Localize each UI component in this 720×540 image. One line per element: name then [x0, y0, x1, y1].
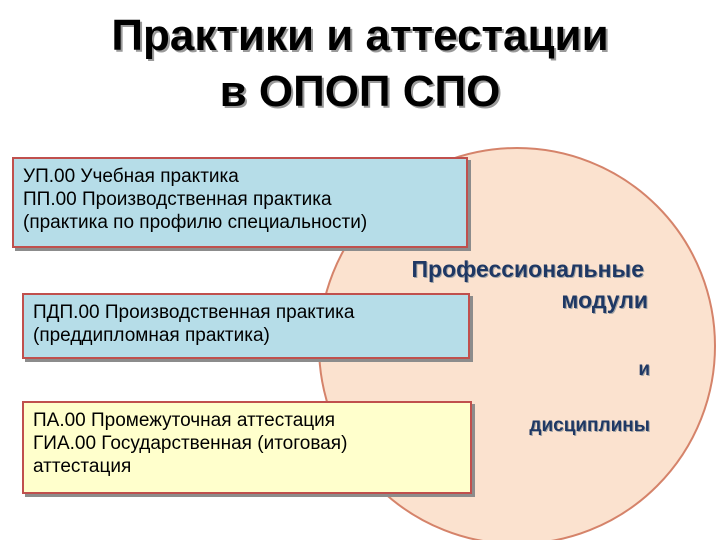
box-line: (преддипломная практика) [33, 325, 270, 346]
practice-box-training: УП.00 Учебная практика ПП.00 Производств… [12, 157, 468, 248]
practice-box-prediploma: ПДП.00 Производственная практика (предди… [22, 293, 470, 359]
circle-label-line-2: модули [561, 287, 648, 313]
box-line: ГИА.00 Государственная (итоговая) [33, 433, 348, 454]
box-line: ПДП.00 Производственная практика [33, 302, 355, 323]
slide-title-line-2: в ОПОП СПО [219, 67, 501, 116]
box-line: ПА.00 Промежуточная аттестация [33, 410, 336, 431]
circle-label-line-4: дисциплины [529, 415, 650, 436]
attestation-box: ПА.00 Промежуточная аттестация ГИА.00 Го… [22, 401, 472, 494]
circle-label-line-1: Профессиональные [411, 256, 644, 282]
circle-label-line-3: и [638, 359, 650, 380]
box-line: ПП.00 Производственная практика [23, 189, 332, 210]
slide-title-line-1: Практики и аттестации [111, 11, 609, 60]
box-line: (практика по профилю специальности) [23, 212, 368, 233]
box-line: аттестация [33, 456, 132, 477]
box-line: УП.00 Учебная практика [23, 166, 239, 187]
